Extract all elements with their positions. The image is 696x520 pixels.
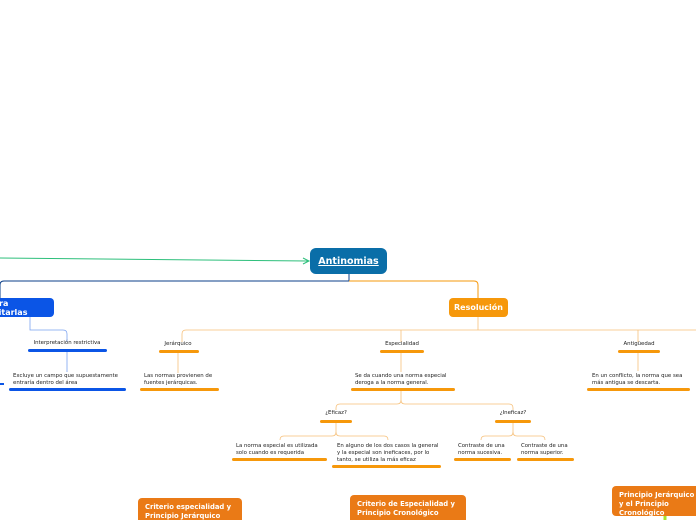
topic-underline: [380, 350, 424, 353]
topic-underline: [159, 350, 199, 353]
link-root-right: [349, 280, 479, 298]
leaf-eficaz-b[interactable]: En alguno de los dos casos la general y …: [337, 443, 439, 463]
link-ineficaz: [400, 399, 514, 410]
link-eficaz-b: [335, 431, 389, 441]
leaf-excluye[interactable]: Excluye un campo que supuestamente entra…: [13, 373, 118, 386]
arrow-head-icon: [302, 257, 311, 265]
leaf-underline: [9, 388, 126, 391]
topic-underline: [28, 349, 107, 352]
node-principio-jerarquico-cronologico[interactable]: Principio Jerárquico y el Principio Cron…: [612, 486, 696, 517]
leaf-underline: [351, 388, 455, 391]
leaf-especialidad[interactable]: Se da cuando una norma especial deroga a…: [355, 373, 447, 386]
node-criterio-especialidad-jerarquico[interactable]: Criterio especialidad y Principio Jerárq…: [138, 498, 242, 520]
topic-interpretacion-restrictiva[interactable]: Interpretación restrictiva: [33, 340, 101, 346]
root-label: Antinomias: [318, 255, 379, 267]
leaf-underline: [232, 458, 327, 461]
leaf-underline: [454, 458, 511, 461]
link-eficaz-a: [279, 423, 337, 441]
leaf-eficaz-a[interactable]: La norma especial es utilizada solo cuan…: [236, 443, 318, 456]
topic-underline: [618, 350, 660, 353]
leaf-jerarquico[interactable]: Las normas provienen de fuentes jerárqui…: [144, 373, 213, 386]
node-criterio-especialidad-cronologico[interactable]: Criterio de Especialidad y Principio Cro…: [350, 495, 466, 520]
branch-para-evitarlas[interactable]: Para evitarlas: [0, 298, 54, 317]
leaf-ineficaz-a[interactable]: Contraste de una norma sucesiva.: [458, 443, 505, 456]
leaf-underline: [517, 458, 574, 461]
leaf-underline: [587, 388, 690, 391]
link-ineficaz-a: [480, 423, 514, 441]
leaf-antiguedad[interactable]: En un conflicto, la norma que sea más an…: [592, 373, 683, 386]
topic-especialidad[interactable]: Especialidad: [385, 341, 419, 347]
topic-eficaz[interactable]: ¿Eficaz?: [325, 410, 347, 416]
link-left-topic: [29, 317, 68, 342]
topic-underline: [320, 420, 352, 423]
branch-label: Resolución: [454, 303, 503, 312]
root-node[interactable]: Antinomias: [310, 248, 387, 274]
leaf-ineficaz-b[interactable]: Contraste de una norma superior.: [521, 443, 568, 456]
link-right-bus: [181, 329, 696, 342]
link-root-left: [0, 274, 350, 298]
green-link: [0, 257, 309, 262]
topic-jerarquico[interactable]: Jerárquico: [164, 341, 192, 347]
topic-underline: [495, 420, 531, 423]
topic-ineficaz[interactable]: ¿Ineficaz?: [499, 410, 527, 416]
leaf-underline: [332, 465, 441, 468]
branch-label: Para evitarlas: [0, 298, 28, 317]
branch-resolucion[interactable]: Resolución: [449, 298, 508, 317]
link-ineficaz-b: [512, 431, 546, 441]
link-eficaz: [335, 391, 402, 410]
leaf-underline: [140, 388, 219, 391]
topic-antiguedad[interactable]: Antigüedad: [623, 341, 655, 347]
